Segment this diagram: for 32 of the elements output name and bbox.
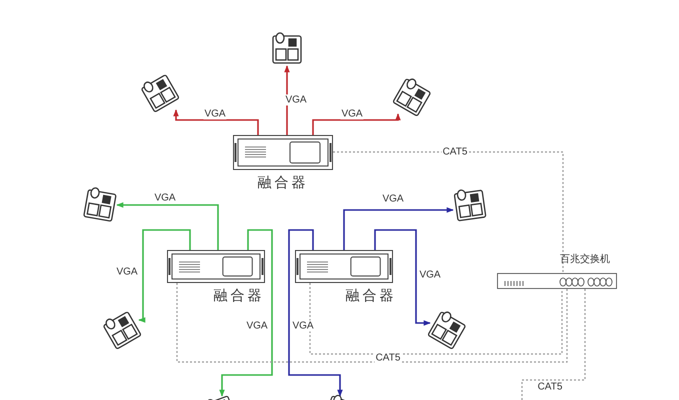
- edge-label: CAT5: [536, 382, 564, 392]
- device-label: 百兆交换机: [560, 252, 610, 266]
- device-label: 融合器: [214, 287, 264, 305]
- edge-label: VGA: [340, 108, 364, 120]
- display-icon: [270, 32, 304, 66]
- dashed-cable: [333, 151, 564, 273]
- edge-label: VGA: [291, 320, 315, 332]
- device-label: 融合器: [258, 174, 308, 192]
- edge-label: VGA: [153, 192, 177, 204]
- arrow: [284, 65, 290, 135]
- arrow: [343, 207, 454, 250]
- arrow: [312, 113, 401, 135]
- arrow: [173, 109, 259, 135]
- edge-label: VGA: [115, 266, 139, 278]
- dashed-cable: [309, 283, 563, 355]
- arrow: [374, 229, 431, 326]
- dashed-cable: [521, 289, 586, 400]
- arrow: [116, 202, 219, 250]
- display-icon: [83, 188, 117, 222]
- edge-label: VGA: [203, 108, 227, 120]
- edge-label: VGA: [245, 320, 269, 332]
- edge-label: CAT5: [442, 146, 468, 158]
- arrow: [138, 229, 191, 323]
- edge-label: VGA: [418, 270, 442, 280]
- display-icon: [453, 188, 487, 222]
- edge-label: VGA: [381, 194, 405, 204]
- arrow: [288, 229, 343, 397]
- edge-label: CAT5: [374, 352, 402, 364]
- device-label: 融合器: [346, 287, 396, 305]
- arrow: [219, 229, 273, 397]
- edge-label: VGA: [284, 94, 308, 106]
- dashed-cable: [176, 283, 568, 363]
